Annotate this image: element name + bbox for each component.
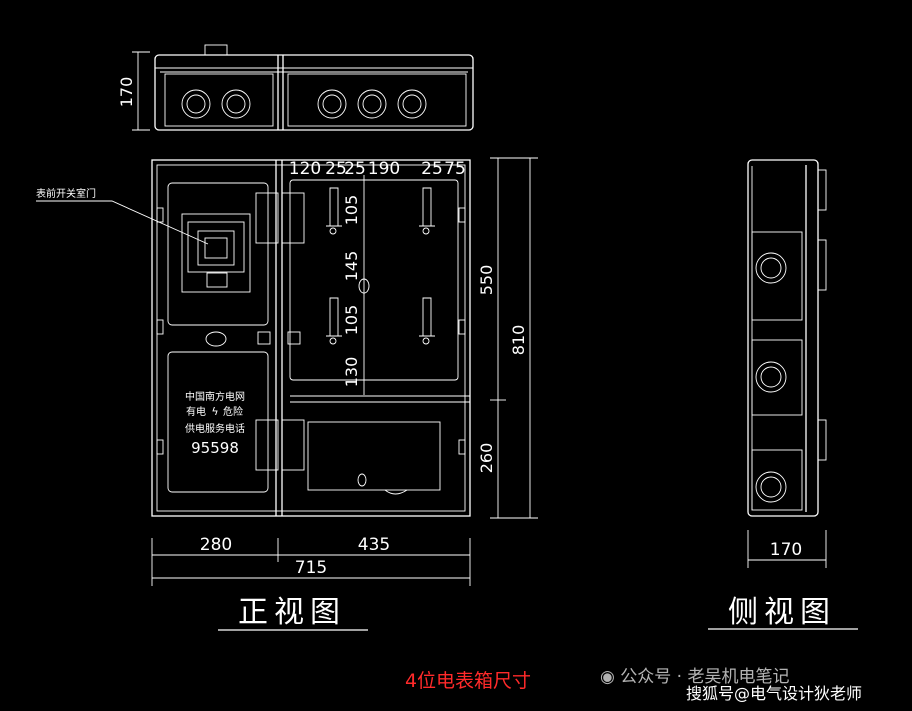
caption: 4位电表箱尺寸 <box>405 670 531 692</box>
vertical-dim-260: 260 <box>477 443 496 474</box>
panel-phone: 95598 <box>191 439 239 457</box>
lightning-icon: ϟ <box>211 405 218 418</box>
top-view: 170 <box>117 44 474 131</box>
side-view-title: 侧视图 <box>728 595 836 630</box>
top-height-dim: 170 <box>117 77 136 108</box>
front-horizontal-dims: 280 435 715 <box>151 535 471 586</box>
front-vertical-dims: 550 260 810 <box>477 157 538 519</box>
width-dim-75: 75 <box>444 159 466 179</box>
side-view: 170 <box>747 159 827 568</box>
vertical-dim-810: 810 <box>509 325 528 356</box>
width-dim-190: 190 <box>368 159 400 179</box>
front-view: 中国南方电网 有电 ϟ 危险 供电服务电话 95598 105 145 105 <box>36 159 471 517</box>
width-dim-25-b: 25 <box>344 159 366 179</box>
panel-line2b: 危险 <box>223 405 243 418</box>
sohu-watermark: 搜狐号@电气设计狄老师 <box>686 684 863 703</box>
width-dim-25-c: 25 <box>421 159 443 179</box>
panel-line2a: 有电 <box>186 405 206 418</box>
width-dim-435: 435 <box>358 535 390 555</box>
inner-dim-145: 145 <box>342 251 361 282</box>
switch-door-note: 表前开关室门 <box>36 187 96 200</box>
side-width-dim: 170 <box>770 540 802 560</box>
panel-line1: 中国南方电网 <box>185 390 245 403</box>
inner-dim-105-b: 105 <box>342 305 361 336</box>
width-dim-280: 280 <box>200 535 232 555</box>
wechat-icon: ◉ <box>600 667 621 687</box>
width-dim-25-a: 25 <box>325 159 347 179</box>
wechat-watermark: ◉ 公众号 · 老吴机电笔记 <box>600 667 790 687</box>
vertical-dim-550: 550 <box>477 265 496 296</box>
width-dim-715: 715 <box>295 558 327 578</box>
inner-dim-130: 130 <box>342 357 361 388</box>
front-view-title: 正视图 <box>238 595 346 630</box>
width-dim-120: 120 <box>289 159 321 179</box>
panel-line3: 供电服务电话 <box>185 422 245 435</box>
inner-dim-105-a: 105 <box>342 195 361 226</box>
